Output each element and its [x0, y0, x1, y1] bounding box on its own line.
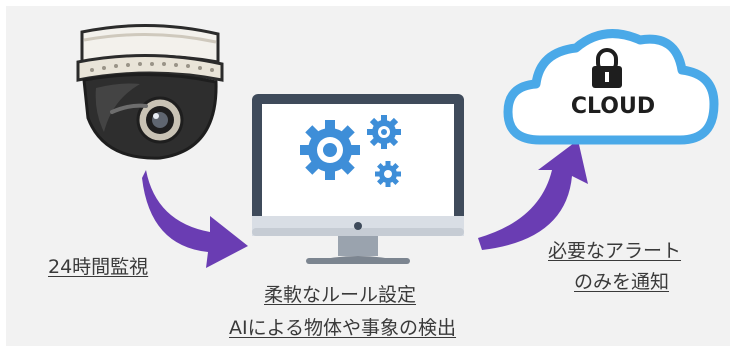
monitoring-caption: 24時間監視 — [48, 256, 149, 278]
alert-caption-line2: のみを通知 — [574, 271, 670, 293]
flexible-rules-caption: 柔軟なルール設定 — [264, 284, 417, 306]
cloud-lock-icon — [503, 29, 719, 145]
computer-monitor-icon — [252, 94, 464, 264]
ai-detection-caption: AIによる物体や事象の検出 — [229, 317, 457, 339]
dome-camera-icon — [76, 24, 224, 160]
arrow-icon — [142, 170, 248, 268]
cloud-label: CLOUD — [570, 94, 656, 119]
arrow-icon — [478, 140, 588, 250]
gears-icon — [300, 115, 401, 187]
alert-caption-line1: 必要なアラート — [548, 240, 682, 262]
